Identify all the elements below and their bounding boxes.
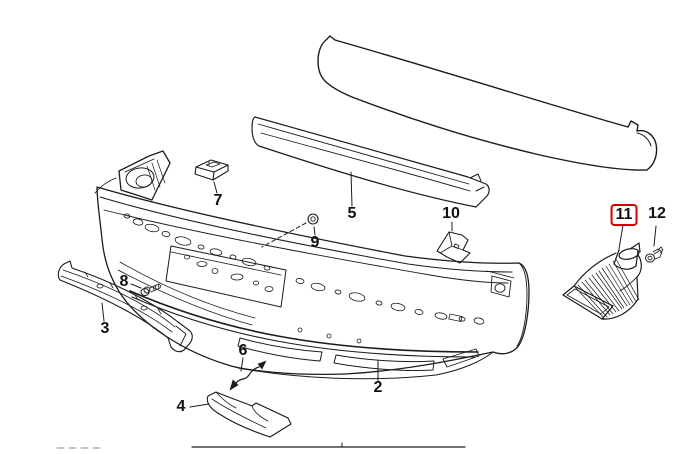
part-8-screw-drawing [140,283,162,296]
part-6-cable-drawing [229,360,267,391]
part-callout-10[interactable]: 10 [442,205,460,222]
leader-line-12 [653,225,657,247]
molding-holes [123,213,485,325]
part-callout-8[interactable]: 8 [119,273,129,290]
part-7-clip-drawing [194,159,229,181]
part-callout-2[interactable]: 2 [373,379,383,396]
lower-holes [297,327,362,344]
leader-line-6 [240,357,244,372]
part-3-strip-drawing [57,260,193,353]
leader-line-3 [101,302,105,322]
part-5-strip-drawing [251,116,490,208]
leader-line-4 [189,403,210,408]
part-callout-3[interactable]: 3 [100,320,110,337]
part-callout-5[interactable]: 5 [347,205,357,222]
part-9-nut-drawing [261,213,319,248]
absorber-bar-drawing [317,35,658,171]
plate-holes [184,254,274,292]
part-callout-9[interactable]: 9 [310,234,320,251]
part-4-spoiler-drawing [206,391,292,438]
part-callout-12[interactable]: 12 [648,205,666,222]
leader-line-8 [130,283,142,289]
leader-line-11 [618,224,624,250]
part-2-bumper-drawing [94,150,530,380]
duct-ribs [574,258,640,319]
part-10-bracket-drawing [436,231,471,264]
bottom-rule [56,442,466,449]
part-11-duct-drawing [562,242,642,320]
leader-lines [101,171,657,408]
part-callout-6[interactable]: 6 [238,342,248,359]
leader-line-9 [313,226,316,236]
part-callout-7[interactable]: 7 [213,192,223,209]
part-callout-11-highlighted[interactable]: 11 [610,204,638,226]
leader-line-7 [213,181,218,194]
part-callout-4[interactable]: 4 [176,398,186,415]
part-12-rivet-drawing [645,246,664,263]
leader-line-5 [350,171,353,207]
